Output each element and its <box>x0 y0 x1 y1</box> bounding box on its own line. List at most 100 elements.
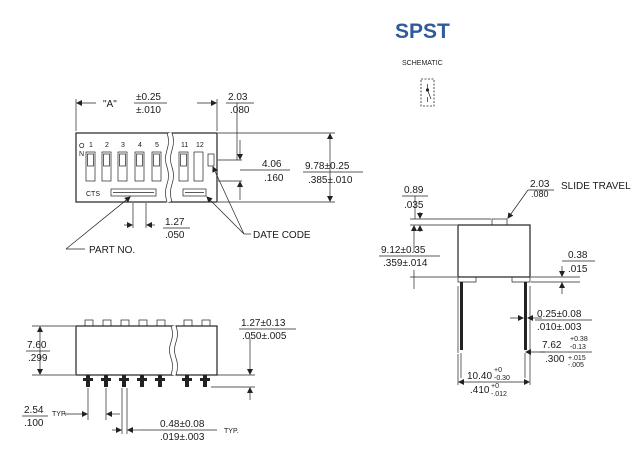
switch-number-11: 11 <box>181 142 188 149</box>
switch-slot-1 <box>85 151 96 182</box>
date-code-marking <box>182 188 207 197</box>
date-code-leader-2 <box>212 166 245 235</box>
row-mm-minus: -0.13 <box>570 344 586 351</box>
row-spacing-in: .300 <box>545 354 565 365</box>
span-mm: 10.40 <box>467 371 492 382</box>
bump-5 <box>156 319 166 327</box>
side-break-fill <box>169 325 177 376</box>
foot-right <box>511 276 531 283</box>
schematic-contact <box>427 89 432 100</box>
span-mm-plus: +0 <box>494 367 502 374</box>
pin-shoulder-12 <box>200 378 210 381</box>
pin-shoulder-1 <box>83 378 93 381</box>
brand-label: CTS <box>86 191 100 198</box>
actuator-mm: 0.89 <box>404 185 424 196</box>
pin-width-in: .019±.003 <box>160 432 205 443</box>
part-no-marking <box>110 188 157 197</box>
schematic-node <box>425 88 430 92</box>
span-in-plus: +0 <box>491 383 499 390</box>
schematic-outline <box>420 78 435 107</box>
date-code-leader-1 <box>206 196 245 235</box>
foot-left <box>457 276 477 283</box>
a-dimension-label: "A" <box>103 99 117 110</box>
lead-thickness-in: .010±.003 <box>537 322 582 333</box>
end-body <box>457 224 531 278</box>
switch-number-3: 3 <box>121 142 125 149</box>
height-760-mm: 7.60 <box>27 340 47 351</box>
end-view: 0.89 .035 2.03 .080 SLIDE TRAVEL 9.12±0.… <box>379 179 631 398</box>
actuator-11 <box>180 153 187 167</box>
span-mm-minus: -0.30 <box>494 375 510 382</box>
offset-in: .050 <box>165 230 185 241</box>
pin-shoulder-5 <box>155 378 165 381</box>
row-in-minus: -.005 <box>568 362 584 369</box>
a-tolerance-mm: ±0.25 <box>136 92 161 103</box>
pin-length-in: .050±.005 <box>242 331 287 342</box>
switch-number-4: 4 <box>138 142 142 149</box>
bump-12 <box>201 319 211 327</box>
offset-mm: 1.27 <box>165 217 185 228</box>
bump-2 <box>102 319 112 327</box>
switch-number-5: 5 <box>155 142 159 149</box>
travel-label: SLIDE TRAVEL <box>561 181 631 192</box>
on-label-n: N <box>79 151 84 158</box>
side-view: 7.60 .299 1.27±0.13 .050±.005 2.54 .100 … <box>22 318 296 443</box>
lead-thickness-mm: 0.25±0.08 <box>537 309 582 320</box>
height-406-in: .160 <box>264 173 284 184</box>
body-height-in: .359±.014 <box>383 258 428 269</box>
pin-shoulder-3 <box>119 378 129 381</box>
actuator-4 <box>136 153 143 167</box>
top-break-fill <box>165 132 173 203</box>
row-spacing-mm: 7.62 <box>542 340 562 351</box>
standoff-in: .015 <box>568 264 588 275</box>
top-body <box>75 132 218 203</box>
standoff-mm: 0.38 <box>568 250 588 261</box>
top-break-left <box>165 132 169 203</box>
lead-right <box>524 282 527 350</box>
switch-slot-2 <box>101 151 112 182</box>
height-760-in: .299 <box>28 353 48 364</box>
side-break-left <box>169 325 173 376</box>
schematic: SCHEMATIC <box>402 60 443 107</box>
switch-number-1: 1 <box>89 142 93 149</box>
switch-slot-3 <box>117 151 128 182</box>
bump-3 <box>120 319 130 327</box>
travel-leader <box>507 189 529 219</box>
on-label-o: O <box>79 143 85 150</box>
actuator-12 <box>207 153 215 167</box>
travel-mm: 2.03 <box>530 179 550 190</box>
pin-shoulder-4 <box>137 378 147 381</box>
width-978-in: .385±.010 <box>308 175 353 186</box>
actuator-3 <box>119 153 126 167</box>
pitch-mm: 2.54 <box>24 405 44 416</box>
schematic-label: SCHEMATIC <box>402 60 443 67</box>
page-title: SPST <box>395 20 450 43</box>
actuator-2 <box>103 153 110 167</box>
pin-length-mm: 1.27±0.13 <box>241 318 286 329</box>
lead-left <box>460 282 463 350</box>
pin-shoulder-2 <box>101 378 111 381</box>
part-no-label: PART NO. <box>89 245 135 256</box>
row-mm-plus: +0.38 <box>570 336 588 343</box>
span-in: .410 <box>470 385 490 396</box>
switch-slot-12 <box>193 151 204 182</box>
switch-number-2: 2 <box>105 142 109 149</box>
height-406-mm: 4.06 <box>262 159 282 170</box>
width-978-mm: 9.78±0.25 <box>305 161 350 172</box>
end-dim-mm: 2.03 <box>228 92 248 103</box>
travel-in: .080 <box>531 189 549 199</box>
actuator-5 <box>153 153 160 167</box>
pin-width-typ: TYP. <box>224 428 239 435</box>
switch-number-12: 12 <box>196 142 204 149</box>
pin-width-mm: 0.48±0.08 <box>160 419 205 430</box>
bump-1 <box>84 319 94 327</box>
pitch-typ: TYP. <box>52 411 67 418</box>
top-break-right <box>170 132 174 203</box>
end-dim-in: .080 <box>230 105 250 116</box>
switch-slot-4 <box>134 151 145 182</box>
actuator-in: .035 <box>404 200 424 211</box>
a-tolerance-in: ±.010 <box>136 105 161 116</box>
side-break-right <box>174 325 178 376</box>
top-view: O N 1 2 3 4 5 11 12 CTS "A <box>65 92 363 256</box>
